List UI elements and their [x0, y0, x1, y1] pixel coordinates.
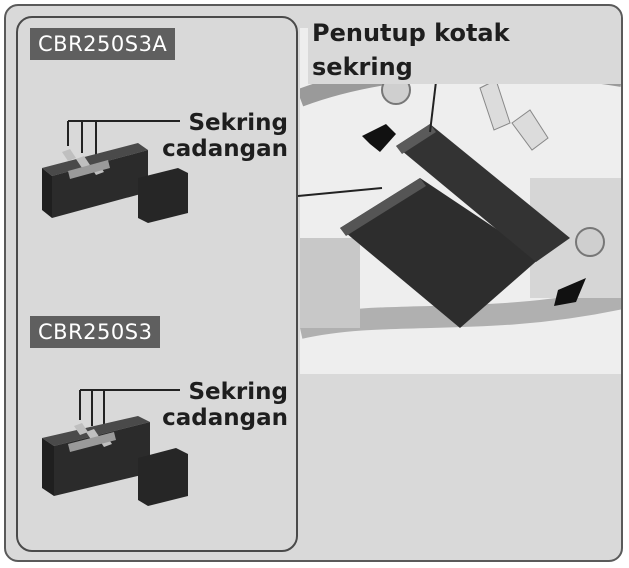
fuse-box-bottom — [42, 389, 188, 506]
model-badge-cbr250s3: CBR250S3 — [30, 316, 161, 348]
spare-fuse-label-top: Sekring cadangan — [162, 110, 288, 162]
figure-frame: CBR250S3A Sekring cadangan — [4, 4, 623, 562]
fuse-box-photo — [300, 28, 621, 374]
spare-fuse-label-bottom: Sekring cadangan — [162, 379, 288, 431]
fuse-box-top — [42, 120, 188, 223]
panel-connector-line — [297, 187, 383, 197]
leader-lines — [297, 47, 441, 197]
model-badge-cbr250s3a: CBR250S3A — [30, 28, 176, 60]
models-panel: CBR250S3A Sekring cadangan — [16, 16, 298, 552]
fuse-box-illustrations — [42, 120, 188, 506]
fuse-box-photo-illustration — [300, 28, 621, 374]
fuse-box-cover-label: Penutup kotak sekring — [308, 16, 621, 84]
